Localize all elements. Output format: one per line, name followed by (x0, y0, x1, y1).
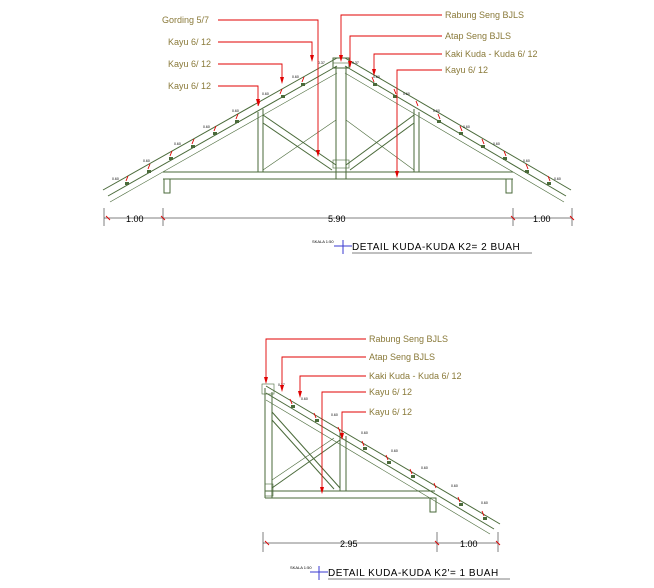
svg-text:0.60: 0.60 (433, 109, 440, 113)
truss-k2-drawing: 0.60 0.60 0.60 0.60 0.60 0.60 0.60 0.37 … (102, 10, 575, 254)
svg-text:0.60: 0.60 (331, 413, 338, 417)
svg-text:0.60: 0.60 (361, 431, 368, 435)
svg-text:0.60: 0.60 (373, 75, 380, 79)
title-k2: DETAIL KUDA-KUDA K2= 2 BUAH (352, 242, 520, 253)
svg-text:0.60: 0.60 (301, 397, 308, 401)
dim-span-2: 2.95 (340, 539, 358, 549)
roof-sheet-left (102, 57, 338, 203)
struts (257, 109, 420, 172)
truss1-dimension-line (103, 208, 575, 226)
label-rabung: Rabung Seng BJLS (445, 10, 524, 20)
label-atap: Atap Seng BJLS (445, 31, 511, 41)
label-kayu-5: Kayu 6/ 12 (369, 387, 412, 397)
svg-text:0.60: 0.60 (391, 449, 398, 453)
king-post (335, 66, 347, 179)
title-k2-prime: DETAIL KUDA-KUDA K2'= 1 BUAH (328, 568, 499, 579)
slope-spacing-marks-2: 0.37 0.60 0.60 0.60 0.60 0.60 0.60 0.60 (278, 383, 488, 505)
slope-spacing-marks: 0.60 0.60 0.60 0.60 0.60 0.60 0.60 0.37 … (112, 61, 561, 181)
svg-text:0.60: 0.60 (421, 466, 428, 470)
tie-beam-2 (265, 490, 435, 499)
svg-text:0.60: 0.60 (174, 142, 181, 146)
svg-text:0.60: 0.60 (292, 75, 299, 79)
dim-overhang-2: 1.00 (460, 539, 478, 549)
label-kaki-kuda: Kaki Kuda - Kuda 6/ 12 (445, 49, 538, 59)
dim-right-overhang: 1.00 (533, 214, 551, 224)
label-rabung-2: Rabung Seng BJLS (369, 334, 448, 344)
tie-beam (163, 171, 513, 180)
truss2-arrowheads (264, 377, 344, 494)
truss-k2-prime-drawing: 0.37 0.60 0.60 0.60 0.60 0.60 0.60 0.60 … (261, 334, 510, 580)
dim-span: 5.90 (328, 214, 346, 224)
label-kayu-6: Kayu 6/ 12 (369, 407, 412, 417)
roof-sheet-single (265, 385, 501, 535)
truss2-leaders (265, 338, 366, 492)
label-gording: Gording 5/7 (162, 15, 209, 25)
supports (163, 159, 513, 194)
svg-text:0.60: 0.60 (554, 177, 561, 181)
roof-sheet-right (344, 57, 572, 203)
truss2-title-block: SKALA 1:50 DETAIL KUDA-KUDA K2'= 1 BUAH (290, 565, 510, 580)
svg-text:0.60: 0.60 (203, 125, 210, 129)
label-kayu-1: Kayu 6/ 12 (168, 37, 211, 47)
label-kayu-4: Kayu 6/ 12 (445, 65, 488, 75)
label-kayu-2: Kayu 6/ 12 (168, 59, 211, 69)
truss1-title-block: SKALA 1:50 DETAIL KUDA-KUDA K2= 2 BUAH (312, 239, 532, 254)
purlin-markers-2 (289, 398, 487, 520)
truss1-leaders (218, 14, 442, 176)
svg-text:0.37: 0.37 (352, 61, 359, 65)
label-kaki-kuda-2: Kaki Kuda - Kuda 6/ 12 (369, 371, 462, 381)
end-post (261, 383, 275, 498)
label-kayu-3: Kayu 6/ 12 (168, 81, 211, 91)
label-atap-2: Atap Seng BJLS (369, 352, 435, 362)
truss2-dimension-line (262, 532, 501, 552)
svg-text:0.60: 0.60 (523, 159, 530, 163)
scale-note: SKALA 1:50 (312, 239, 334, 244)
svg-text:0.60: 0.60 (463, 125, 470, 129)
struts-2 (271, 411, 347, 491)
svg-text:0.60: 0.60 (481, 501, 488, 505)
svg-text:0.60: 0.60 (232, 109, 239, 113)
truss1-arrowheads (256, 55, 399, 178)
purlin-markers (125, 76, 551, 185)
dim-left-overhang: 1.00 (126, 214, 144, 224)
scale-note-2: SKALA 1:50 (290, 565, 312, 570)
svg-text:0.60: 0.60 (493, 142, 500, 146)
svg-text:0.60: 0.60 (451, 484, 458, 488)
svg-text:0.60: 0.60 (143, 159, 150, 163)
svg-text:0.37: 0.37 (318, 61, 325, 65)
support-2 (429, 497, 437, 513)
svg-text:0.60: 0.60 (262, 92, 269, 96)
svg-text:0.60: 0.60 (403, 92, 410, 96)
svg-text:0.60: 0.60 (112, 177, 119, 181)
